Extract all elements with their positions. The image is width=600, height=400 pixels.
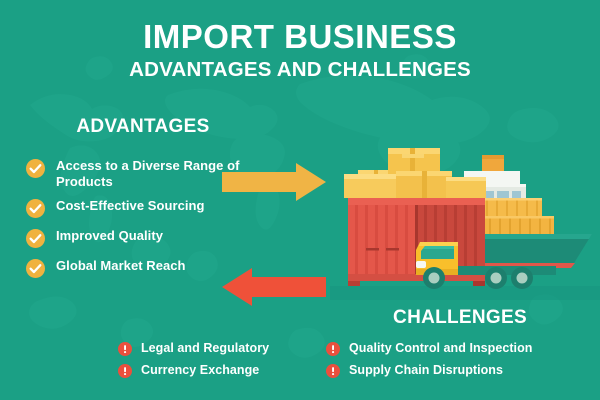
challenges-column-left: Legal and Regulatory Currency Exchange [118, 341, 326, 385]
list-item-label: Quality Control and Inspection [349, 341, 533, 355]
list-item: Access to a Diverse Range of Products [26, 158, 266, 189]
exclamation-circle-icon [326, 341, 340, 356]
exclamation-circle-icon [118, 341, 132, 356]
exclamation-circle-icon [326, 363, 340, 378]
page-subtitle: ADVANTAGES AND CHALLENGES [129, 58, 471, 81]
list-item: Currency Exchange [118, 363, 326, 378]
list-item: Cost-Effective Sourcing [26, 198, 266, 218]
shipping-container [348, 198, 485, 286]
check-circle-icon [26, 229, 45, 248]
list-item: Global Market Reach [26, 258, 266, 278]
list-item: Supply Chain Disruptions [326, 363, 588, 378]
delivery-truck [416, 242, 556, 289]
advantages-heading: ADVANTAGES [76, 116, 210, 137]
shipping-logistics-illustration [344, 148, 592, 289]
cargo-boxes [344, 148, 486, 198]
list-item: Legal and Regulatory [118, 341, 326, 356]
list-item-label: Currency Exchange [141, 363, 260, 377]
exclamation-circle-icon [118, 363, 132, 378]
list-item: Improved Quality [26, 228, 266, 248]
check-circle-icon [26, 159, 45, 178]
list-item-label: Cost-Effective Sourcing [56, 198, 205, 213]
list-item-label: Improved Quality [56, 228, 163, 243]
check-circle-icon [26, 259, 45, 278]
advantages-list: Access to a Diverse Range of Products Co… [26, 158, 266, 288]
list-item-label: Global Market Reach [56, 258, 186, 273]
list-item-label: Legal and Regulatory [141, 341, 270, 355]
header: IMPORT BUSINESS ADVANTAGES AND CHALLENGE… [0, 18, 600, 83]
list-item-label: Supply Chain Disruptions [349, 363, 503, 377]
challenges-column-right: Quality Control and Inspection Supply Ch… [326, 341, 588, 385]
check-circle-icon [26, 199, 45, 218]
challenges-list: Legal and Regulatory Currency Exchange [118, 341, 588, 385]
challenges-heading: CHALLENGES [393, 307, 527, 328]
list-item: Quality Control and Inspection [326, 341, 588, 356]
list-item-label: Access to a Diverse Range of Products [56, 158, 240, 189]
page-title: IMPORT BUSINESS [143, 18, 457, 55]
